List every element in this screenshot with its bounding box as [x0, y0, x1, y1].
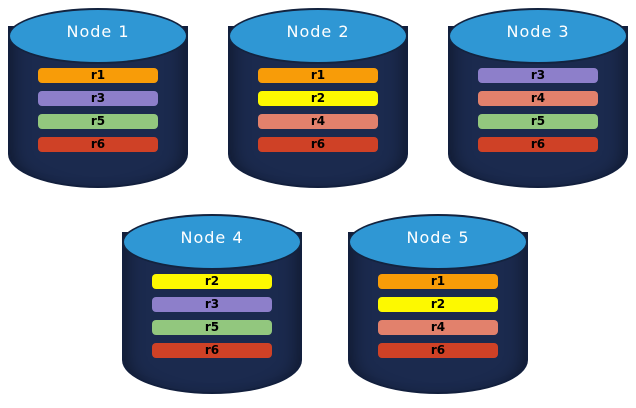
- cylinder-top-ellipse-icon: [348, 214, 528, 270]
- replica-bar[interactable]: r6: [378, 343, 498, 358]
- replica-bar[interactable]: r1: [38, 68, 158, 83]
- cylinder-top-ellipse-icon: [122, 214, 302, 270]
- cylinder-top-ellipse-icon: [228, 8, 408, 64]
- replica-bar[interactable]: r1: [378, 274, 498, 289]
- replica-bar[interactable]: r2: [258, 91, 378, 106]
- replica-bar[interactable]: r5: [478, 114, 598, 129]
- replica-list: r2 r3 r5 r6: [152, 274, 272, 358]
- cylinder-top-ellipse-icon: [8, 8, 188, 64]
- replica-bar[interactable]: r3: [478, 68, 598, 83]
- replica-bar[interactable]: r6: [38, 137, 158, 152]
- replica-bar[interactable]: r6: [152, 343, 272, 358]
- replica-bar[interactable]: r3: [38, 91, 158, 106]
- replica-bar[interactable]: r5: [152, 320, 272, 335]
- replica-bar[interactable]: r2: [152, 274, 272, 289]
- replica-bar[interactable]: r6: [258, 137, 378, 152]
- replica-bar[interactable]: r4: [478, 91, 598, 106]
- replica-bar[interactable]: r3: [152, 297, 272, 312]
- replica-list: r3 r4 r5 r6: [478, 68, 598, 152]
- replica-bar[interactable]: r5: [38, 114, 158, 129]
- replica-list: r1 r2 r4 r6: [258, 68, 378, 152]
- replica-bar[interactable]: r2: [378, 297, 498, 312]
- cylinder-top-ellipse-icon: [448, 8, 628, 64]
- replica-bar[interactable]: r4: [258, 114, 378, 129]
- replica-bar[interactable]: r4: [378, 320, 498, 335]
- replica-bar[interactable]: r1: [258, 68, 378, 83]
- replica-list: r1 r3 r5 r6: [38, 68, 158, 152]
- replica-list: r1 r2 r4 r6: [378, 274, 498, 358]
- replica-bar[interactable]: r6: [478, 137, 598, 152]
